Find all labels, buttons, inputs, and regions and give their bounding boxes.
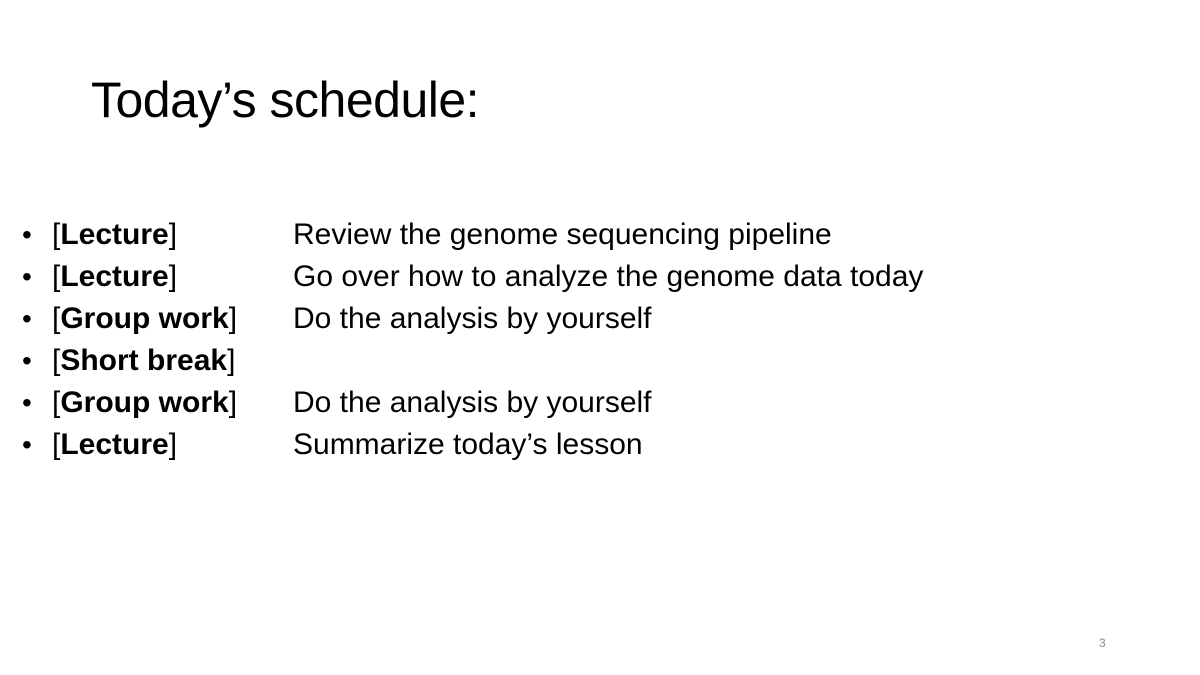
session-type: [Group work] — [52, 302, 238, 335]
bullet-icon: • — [22, 303, 32, 334]
session-type: [Lecture] — [52, 260, 178, 293]
session-description: Do the analysis by yourself — [293, 302, 652, 335]
session-type: [Lecture] — [52, 218, 178, 251]
session-description: Review the genome sequencing pipeline — [293, 218, 832, 251]
session-description: Summarize today’s lesson — [293, 428, 643, 461]
bullet-icon: • — [22, 219, 32, 250]
bullet-icon: • — [22, 345, 32, 376]
page-number: 3 — [1099, 636, 1106, 650]
session-type: [Group work] — [52, 386, 238, 419]
session-type: [Lecture] — [52, 428, 178, 461]
bullet-icon: • — [22, 387, 32, 418]
session-description: Do the analysis by yourself — [293, 386, 652, 419]
bullet-icon: • — [22, 261, 32, 292]
bullet-icon: • — [22, 429, 32, 460]
session-description: Go over how to analyze the genome data t… — [293, 260, 924, 293]
session-type: [Short break] — [52, 344, 236, 377]
slide-title: Today’s schedule: — [91, 72, 480, 128]
